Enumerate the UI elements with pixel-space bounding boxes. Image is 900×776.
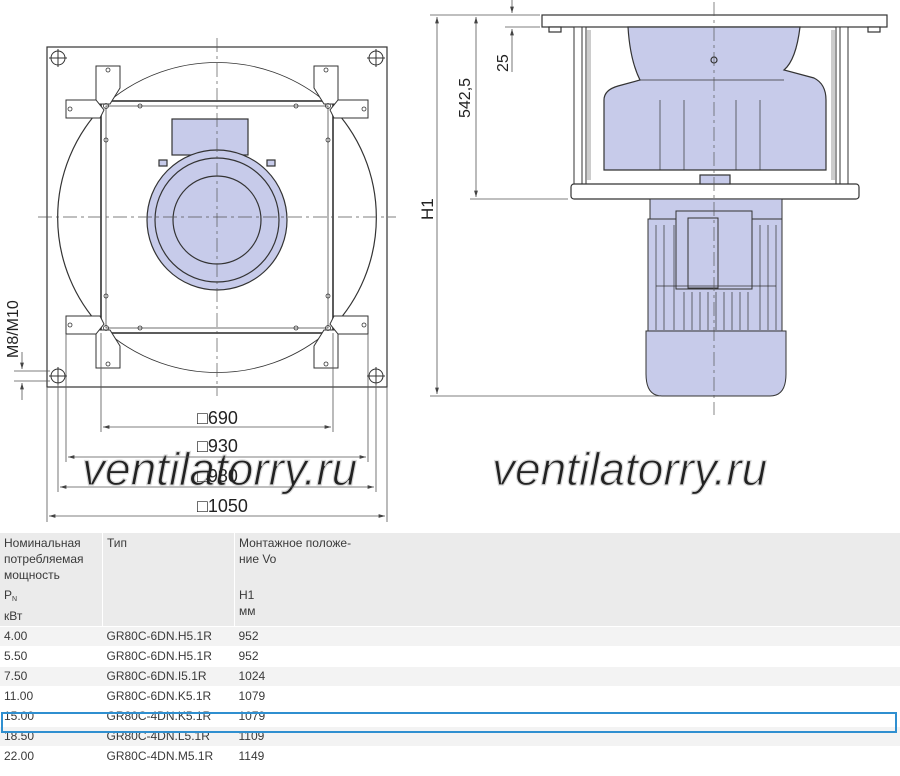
spec-table: Номинальная потребляемая мощность PN кВт… [0, 533, 900, 766]
cell-type: GR80C-6DN.I5.1R [102, 666, 235, 687]
mounting-holes [49, 49, 385, 385]
cell-h1: 1079 [234, 706, 900, 727]
table-row[interactable]: 11.00 GR80C-6DN.K5.1R 1079 [0, 686, 900, 707]
header-power: Номинальная потребляемая мощность PN кВт [0, 533, 103, 627]
table-row[interactable]: 7.50 GR80C-6DN.I5.1R 1024 [0, 666, 900, 687]
cell-type: GR80C-6DN.H5.1R [102, 626, 235, 647]
cell-type: GR80C-4DN.L5.1R [102, 726, 235, 747]
cell-type: GR80C-6DN.K5.1R [102, 686, 235, 707]
top-plate [541, 14, 888, 28]
cell-h1: 1079 [234, 686, 900, 707]
motor-fins [655, 225, 777, 330]
table-row[interactable]: 18.50 GR80C-4DN.L5.1R 1109 [0, 726, 900, 747]
cell-type: GR80C-4DN.K5.1R [102, 706, 235, 727]
impeller [603, 26, 827, 171]
table-header: Номинальная потребляемая мощность PN кВт… [0, 533, 900, 627]
cell-type: GR80C-6DN.H5.1R [102, 646, 235, 667]
cell-power: 15.00 [0, 706, 103, 727]
cell-h1: 1109 [234, 726, 900, 747]
cell-power: 22.00 [0, 746, 103, 766]
header-type: Тип [102, 533, 235, 627]
cell-h1: 952 [234, 646, 900, 667]
table-row[interactable]: 4.00 GR80C-6DN.H5.1R 952 [0, 626, 900, 647]
cell-power: 11.00 [0, 686, 103, 707]
table-row[interactable]: 22.00 GR80C-4DN.M5.1R 1149 [0, 746, 900, 766]
cell-power: 5.50 [0, 646, 103, 667]
dim-1050: □1050 [197, 496, 248, 516]
bottom-plate [570, 183, 860, 200]
fan-dimension-drawing: ventilatorry.ru ventilatorry.ru [5, 0, 888, 522]
top-view [38, 38, 396, 396]
dim-690: □690 [197, 408, 238, 428]
corner-brackets [65, 65, 369, 369]
dim-542: 542,5 [457, 78, 474, 118]
frame-bolts [67, 67, 367, 367]
cell-h1: 1149 [234, 746, 900, 766]
dim-bolt: M8/M10 [5, 300, 22, 358]
watermark-right: ventilatorry.ru [492, 443, 767, 495]
dim-930: □930 [197, 436, 238, 456]
table-row-selected[interactable]: 15.00 GR80C-4DN.K5.1R 1079 [0, 706, 900, 727]
header-mount: Монтажное положе- ние Vo H1 мм [234, 533, 900, 627]
side-view-dimensions [430, 0, 660, 397]
cell-power: 7.50 [0, 666, 103, 687]
top-view-dimensions [14, 333, 388, 522]
terminal-box [171, 118, 249, 156]
dim-980: □980 [197, 466, 238, 486]
table-row[interactable]: 5.50 GR80C-6DN.H5.1R 952 [0, 646, 900, 667]
side-view [541, 2, 888, 415]
cell-h1: 952 [234, 626, 900, 647]
centre-lines [38, 38, 396, 396]
dim-h1-drawing: H1 [418, 198, 437, 220]
cell-type: GR80C-4DN.M5.1R [102, 746, 235, 766]
cell-power: 18.50 [0, 726, 103, 747]
cell-power: 4.00 [0, 626, 103, 647]
cell-h1: 1024 [234, 666, 900, 687]
inlet-ring [57, 107, 102, 328]
dim-25: 25 [495, 54, 512, 72]
